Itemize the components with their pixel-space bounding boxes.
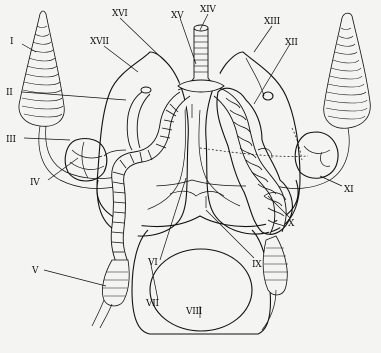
label-IV: IV (30, 178, 40, 188)
right-gland (295, 132, 338, 178)
label-XVII: XVII (90, 37, 110, 47)
right-coiled-mass (214, 88, 292, 234)
label-X: X (288, 219, 295, 229)
label-XI: XI (344, 185, 354, 195)
label-II: II (6, 88, 13, 98)
label-V: V (31, 266, 39, 276)
label-I: I (10, 37, 14, 47)
lower-bulb (132, 230, 271, 334)
central-tube (178, 25, 224, 92)
label-XII: XII (285, 38, 298, 48)
label-IX: IX (252, 260, 262, 270)
label-XV: XV (171, 11, 184, 21)
left-upper-duct (104, 87, 151, 156)
leader-lines (22, 14, 342, 318)
label-VIII: VIII (185, 307, 203, 317)
left-gland (65, 139, 107, 182)
label-XIII: XIII (264, 17, 281, 27)
label-VII: VII (145, 299, 159, 309)
right-lower-bulb (262, 236, 288, 330)
labels: I II III IV V VI VII VIII IX X XI XII XI… (6, 5, 354, 317)
label-XVI: XVI (112, 9, 128, 19)
label-XIV: XIV (200, 5, 216, 15)
label-VI: VI (147, 258, 158, 268)
label-III: III (6, 135, 17, 145)
